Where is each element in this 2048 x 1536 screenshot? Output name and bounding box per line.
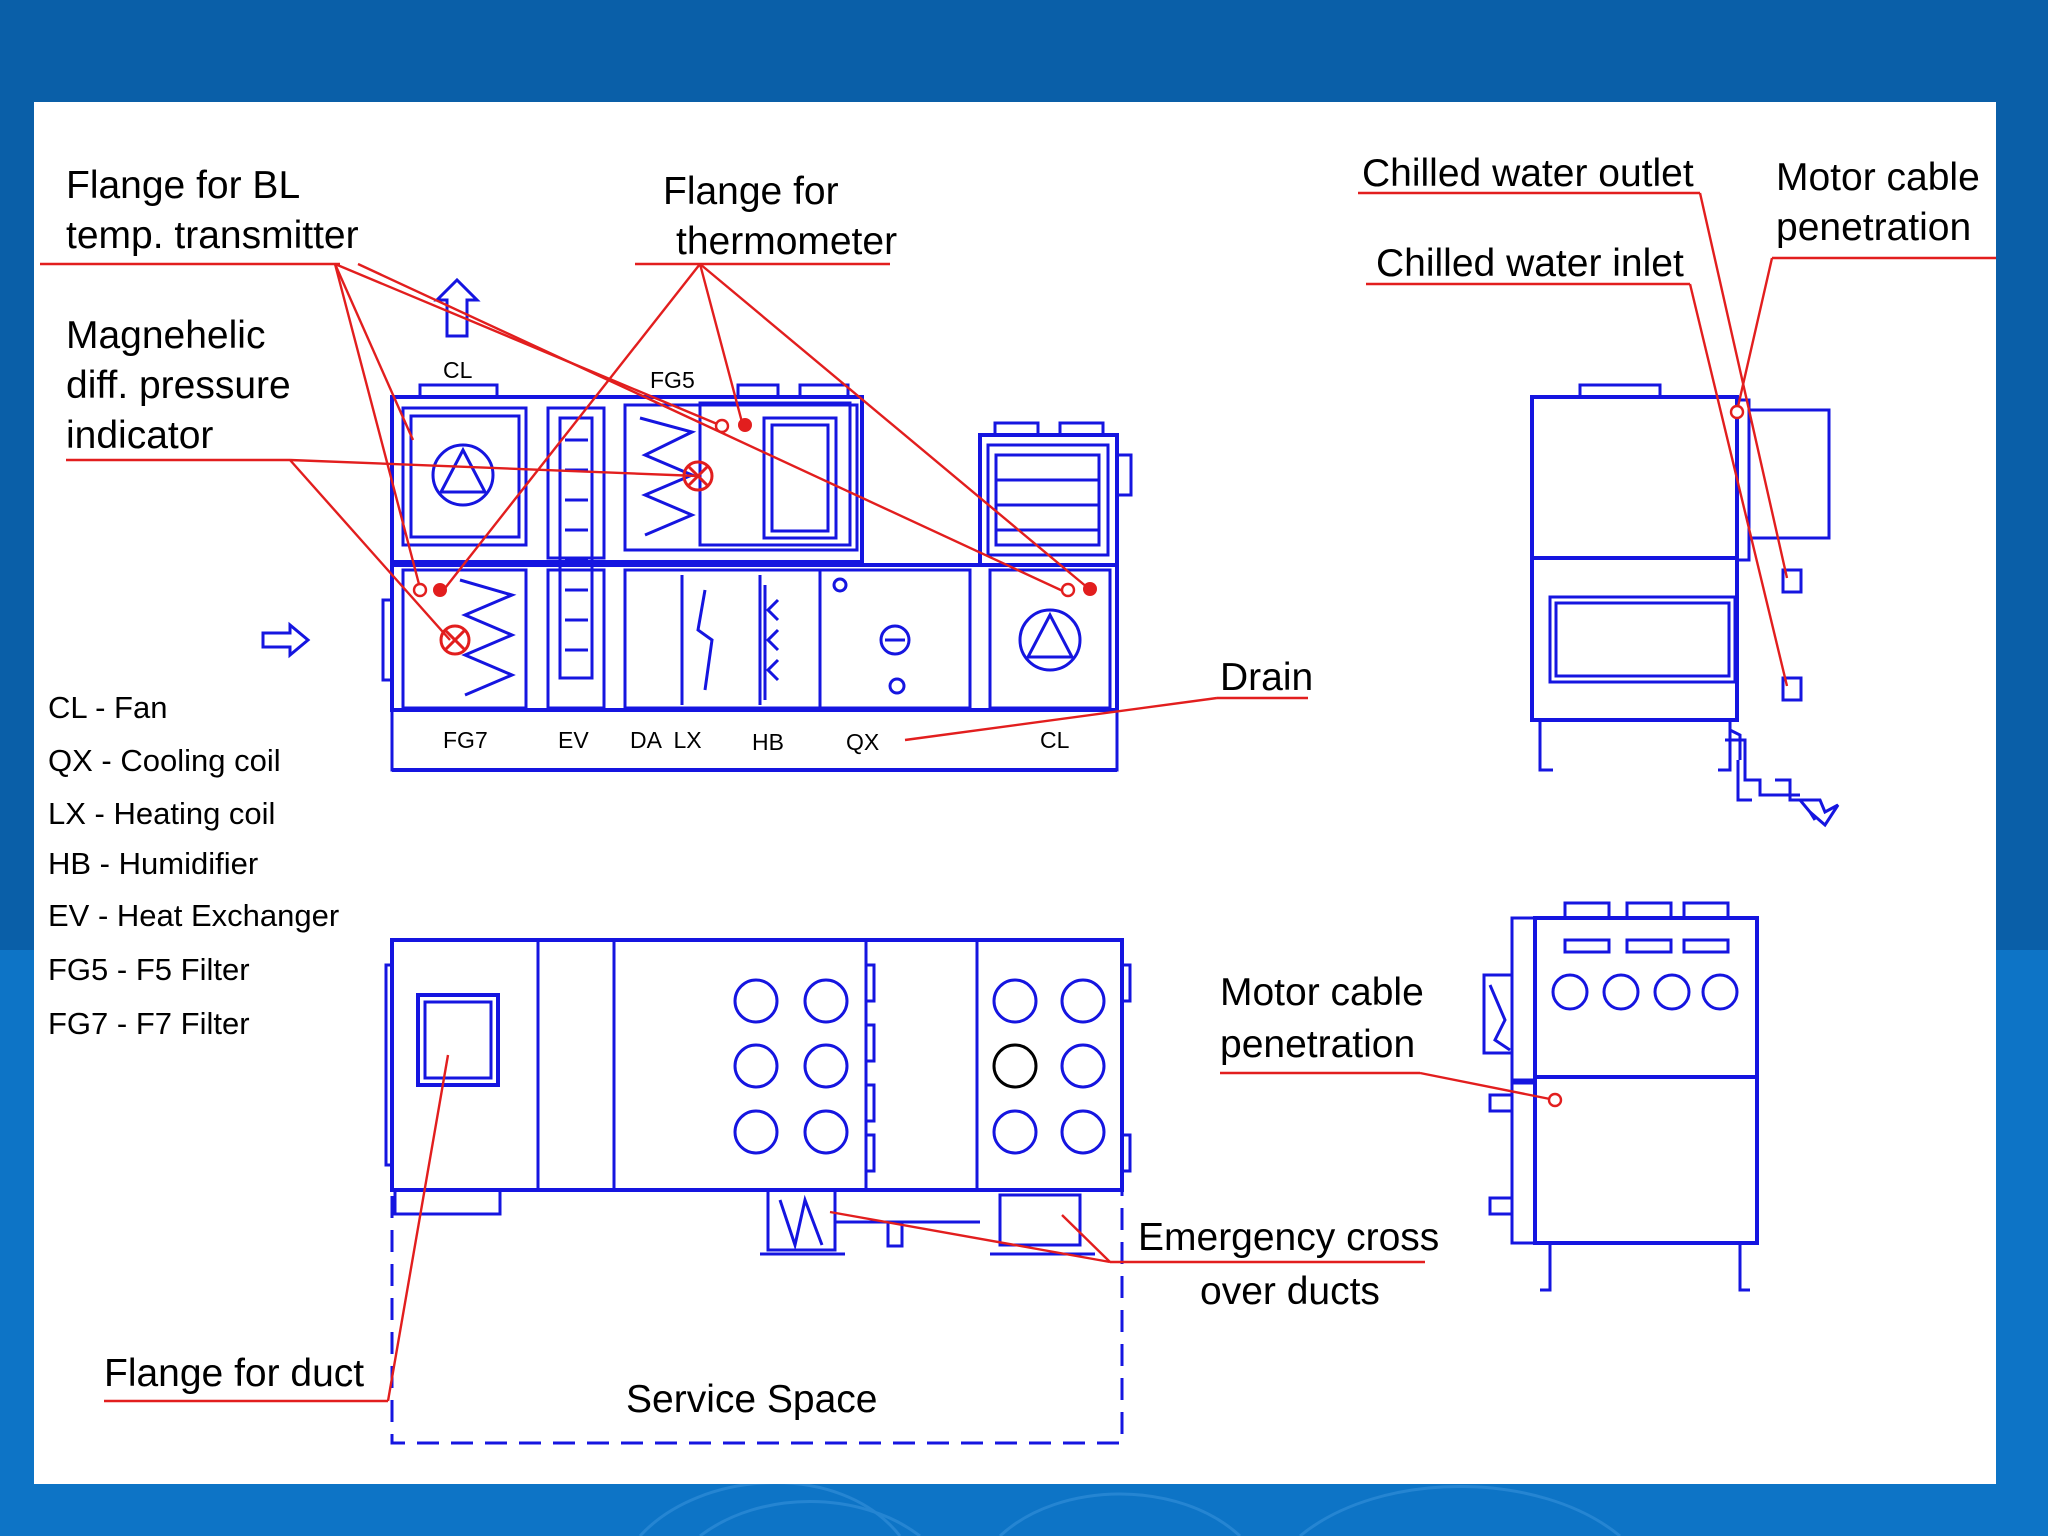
legend-item: HB - Humidifier bbox=[48, 846, 258, 881]
label-chilled-inlet: Chilled water inlet bbox=[1376, 242, 1684, 285]
label-emergency-1: Emergency cross bbox=[1138, 1216, 1439, 1259]
label-motor-cable-top-2: penetration bbox=[1776, 206, 1971, 249]
label-motor-cable-bottom-2: penetration bbox=[1220, 1023, 1415, 1066]
tag-ev: EV bbox=[558, 727, 589, 753]
ahu-end-view-2 bbox=[1482, 901, 1759, 1292]
label-magnehelic-2: diff. pressure bbox=[66, 364, 291, 407]
label-flange-thermo-1: Flange for bbox=[663, 170, 839, 213]
tag-qx: QX bbox=[846, 729, 879, 755]
legend-item: FG5 - F5 Filter bbox=[48, 952, 250, 987]
label-chilled-outlet: Chilled water outlet bbox=[1362, 152, 1694, 195]
label-drain: Drain bbox=[1220, 656, 1313, 699]
tag-fg5: FG5 bbox=[650, 367, 695, 393]
label-magnehelic-3: indicator bbox=[66, 414, 213, 457]
tag-cl-top: CL bbox=[443, 357, 473, 383]
legend-item: QX - Cooling coil bbox=[48, 743, 281, 778]
label-flange-duct: Flange for duct bbox=[104, 1352, 364, 1395]
label-flange-thermo-2: thermometer bbox=[676, 220, 897, 263]
label-motor-cable-top-1: Motor cable bbox=[1776, 156, 1980, 199]
tag-da-lx: DA LX bbox=[630, 727, 702, 753]
tag-hb: HB bbox=[752, 729, 784, 755]
callout-labels: Flange for BL temp. transmitter Flange f… bbox=[66, 152, 1980, 1395]
component-legend: CL - Fan QX - Cooling coil LX - Heating … bbox=[48, 690, 339, 1041]
label-motor-cable-bottom-1: Motor cable bbox=[1220, 971, 1424, 1014]
tag-cl-bottom: CL bbox=[1040, 727, 1070, 753]
label-flange-bl-1: Flange for BL bbox=[66, 164, 300, 207]
label-flange-bl-2: temp. transmitter bbox=[66, 214, 359, 257]
legend-item: FG7 - F7 Filter bbox=[48, 1006, 250, 1041]
legend-item: CL - Fan bbox=[48, 690, 167, 725]
legend-item: EV - Heat Exchanger bbox=[48, 898, 339, 933]
ahu-end-elevation bbox=[1530, 383, 1840, 828]
callout-leaders bbox=[40, 191, 1996, 1403]
tag-fg7: FG7 bbox=[443, 727, 488, 753]
label-emergency-2: over ducts bbox=[1200, 1270, 1380, 1313]
label-magnehelic-1: Magnehelic bbox=[66, 314, 265, 357]
ahu-plan-view: Service Space bbox=[384, 938, 1132, 1445]
service-space-label: Service Space bbox=[626, 1378, 877, 1421]
ahu-side-elevation: CL FG5 FG7 EV DA LX HB QX CL bbox=[261, 277, 1133, 772]
legend-item: LX - Heating coil bbox=[48, 796, 275, 831]
